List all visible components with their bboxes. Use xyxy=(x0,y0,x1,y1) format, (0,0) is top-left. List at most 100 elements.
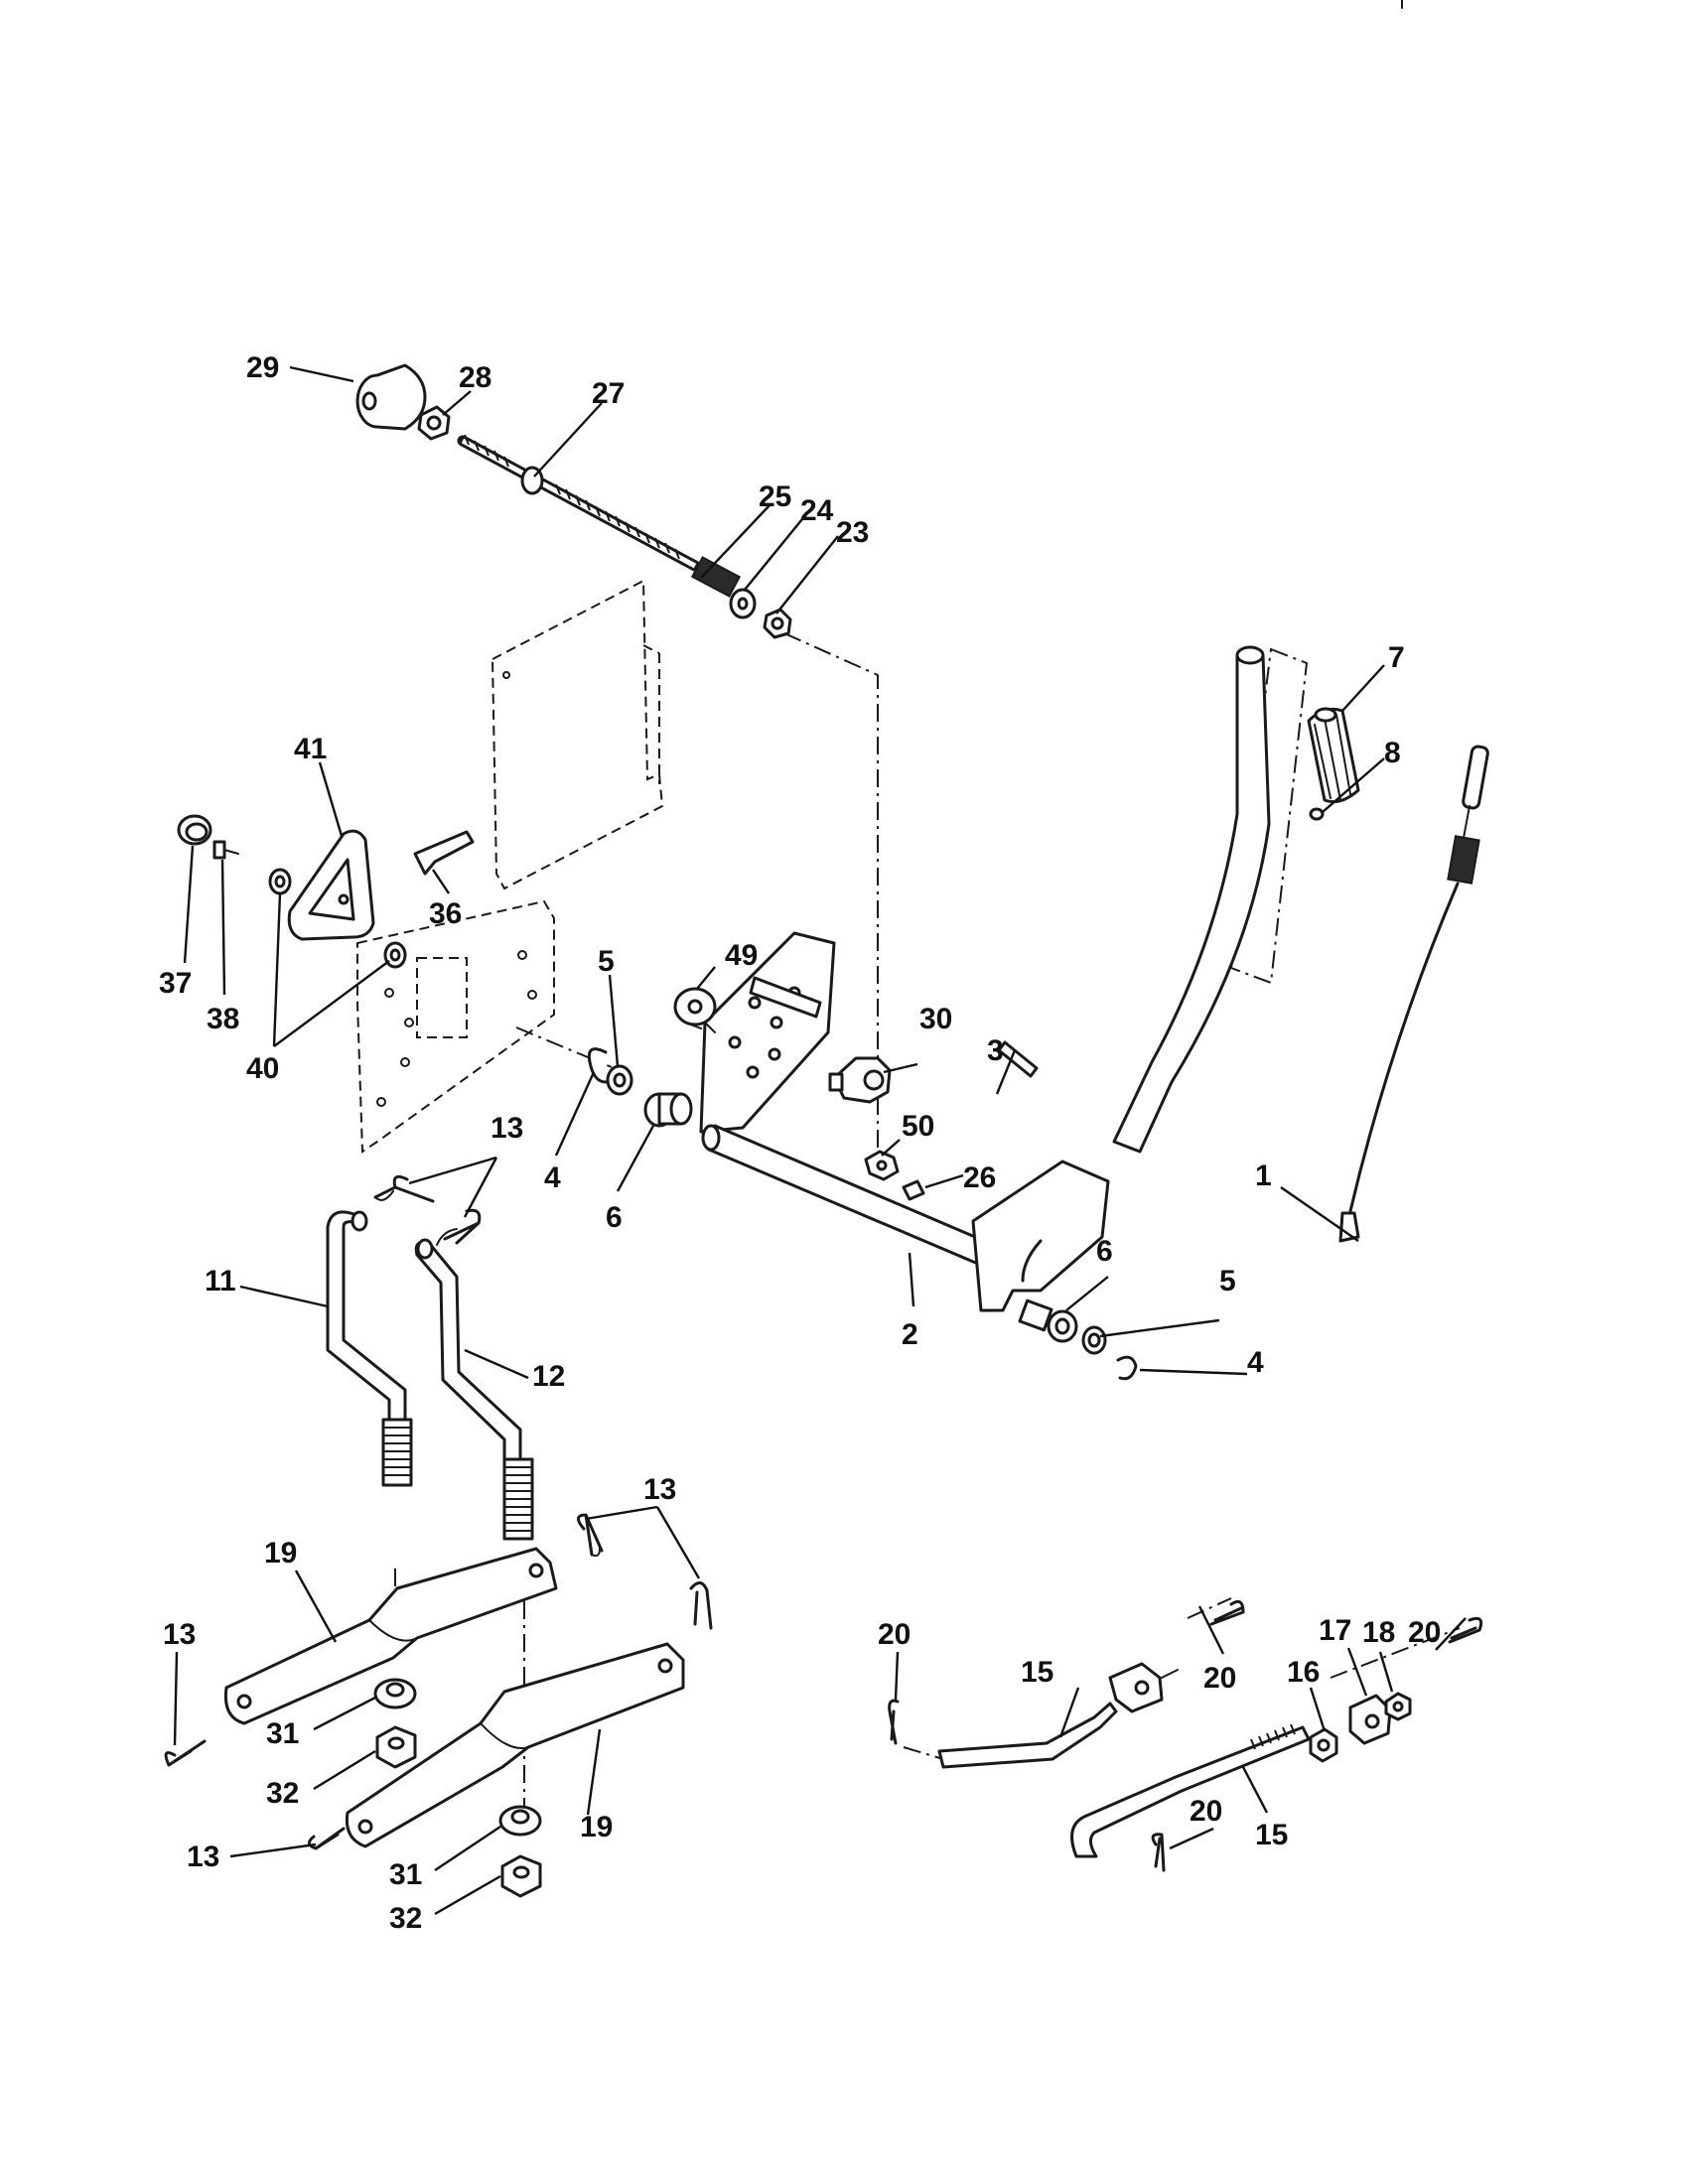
nut-16 xyxy=(1309,1727,1338,1763)
callout-19-lower: 19 xyxy=(580,1811,613,1843)
callout-4-right: 4 xyxy=(1247,1346,1264,1379)
callout-3: 3 xyxy=(987,1034,1004,1067)
spacer-washers-40 xyxy=(268,868,407,969)
lift-link-12 xyxy=(414,1238,534,1541)
callout-36: 36 xyxy=(429,897,462,930)
cotter-pins-20 xyxy=(888,1599,1483,1872)
callout-31-lower: 31 xyxy=(389,1858,422,1891)
callout-32-lower: 32 xyxy=(389,1902,422,1935)
callout-1: 1 xyxy=(1255,1160,1272,1192)
callout-5-left: 5 xyxy=(598,945,615,978)
callout-20-c: 20 xyxy=(1408,1616,1441,1649)
callout-37: 37 xyxy=(159,967,192,1000)
hairpin-clip-13-a xyxy=(373,1174,435,1203)
callout-40: 40 xyxy=(246,1052,279,1085)
hairpin-clip-13-d xyxy=(689,1581,713,1630)
o-ring-37 xyxy=(177,814,212,846)
rod-15-lower xyxy=(1070,1723,1311,1858)
knob xyxy=(355,363,427,431)
callout-41: 41 xyxy=(294,733,327,765)
nut-32-upper xyxy=(375,1725,417,1769)
callout-49: 49 xyxy=(725,939,758,972)
callout-25: 25 xyxy=(759,480,791,513)
callout-27: 27 xyxy=(592,377,625,410)
callout-38: 38 xyxy=(207,1003,239,1035)
shaft-bushing-left xyxy=(643,1092,693,1128)
washer-5-right xyxy=(1081,1325,1107,1355)
callout-31-upper: 31 xyxy=(266,1717,299,1750)
callout-6-right: 6 xyxy=(1096,1235,1113,1268)
trunnion-30 xyxy=(828,1056,892,1104)
washer-5-left xyxy=(606,1064,633,1096)
clip-36 xyxy=(413,830,475,876)
handle-grip-7 xyxy=(1307,707,1360,804)
screw-26 xyxy=(902,1179,925,1201)
lift-shaft xyxy=(701,1124,991,1269)
cable-1 xyxy=(1338,745,1489,1243)
callout-13-c: 13 xyxy=(163,1618,196,1651)
callout-28: 28 xyxy=(459,361,491,394)
lift-arm-19-lower xyxy=(345,1642,685,1848)
hairpin-clip-13-b xyxy=(436,1208,482,1246)
callout-6-left: 6 xyxy=(606,1201,623,1234)
callout-26: 26 xyxy=(963,1161,996,1194)
lift-handle xyxy=(1112,645,1271,1154)
callout-7: 7 xyxy=(1388,641,1405,674)
lift-bracket-plate xyxy=(699,931,836,1134)
ferrule-31-upper xyxy=(373,1678,417,1709)
callout-50: 50 xyxy=(902,1110,934,1143)
pin-3 xyxy=(997,1040,1039,1078)
spring-25 xyxy=(690,556,742,598)
callout-20-b: 20 xyxy=(1203,1662,1236,1695)
leader-lines xyxy=(173,365,1467,1916)
callout-15-lower: 15 xyxy=(1255,1819,1288,1851)
ferrule-17 xyxy=(1348,1694,1392,1745)
indicator-bracket xyxy=(287,829,375,941)
callout-16: 16 xyxy=(1287,1656,1320,1689)
dashed-lower-panel xyxy=(356,899,555,1154)
clip-4-left xyxy=(587,1047,608,1084)
callout-labels: 29 28 27 25 24 23 7 8 41 37 38 40 36 5 4… xyxy=(159,351,1441,1935)
lift-link-11 xyxy=(326,1210,413,1487)
callout-4-left: 4 xyxy=(544,1161,561,1194)
callout-2: 2 xyxy=(902,1318,918,1351)
callout-12: 12 xyxy=(532,1360,565,1393)
callout-30: 30 xyxy=(919,1003,952,1035)
rod-15-upper xyxy=(937,1662,1179,1769)
callout-15-upper: 15 xyxy=(1021,1656,1053,1689)
bracket-pin xyxy=(749,976,822,1019)
shaft-bushing-right xyxy=(1018,1298,1078,1343)
clip-4-right xyxy=(1116,1355,1138,1381)
pivot-washer-49 xyxy=(673,987,717,1026)
callout-13-d: 13 xyxy=(187,1841,219,1873)
button-8 xyxy=(1309,807,1325,821)
hairpin-clip-13-e xyxy=(164,1739,207,1767)
callout-19-upper: 19 xyxy=(264,1537,297,1570)
dashed-upper-panel xyxy=(491,579,664,890)
lift-arm-19-upper xyxy=(223,1547,558,1725)
ferrule-31-lower xyxy=(498,1805,542,1837)
lockwasher-50 xyxy=(864,1150,900,1181)
nut-18 xyxy=(1384,1692,1412,1721)
callout-29: 29 xyxy=(246,351,279,384)
lift-handle-base xyxy=(971,1160,1110,1312)
callout-17: 17 xyxy=(1319,1614,1351,1647)
callout-11: 11 xyxy=(205,1265,236,1297)
adjustment-rod xyxy=(457,434,701,572)
hairpin-clip-13-c xyxy=(577,1513,604,1558)
callout-24: 24 xyxy=(800,494,834,527)
screw-38 xyxy=(212,840,239,860)
nut-32-lower xyxy=(500,1854,542,1898)
callout-20-d: 20 xyxy=(1190,1795,1222,1828)
callout-20-a: 20 xyxy=(878,1618,911,1651)
callout-13-b: 13 xyxy=(643,1473,676,1506)
washer-24 xyxy=(729,588,757,619)
callout-23: 23 xyxy=(836,516,869,549)
knob-nut xyxy=(417,405,451,441)
callout-18: 18 xyxy=(1362,1616,1395,1649)
callout-32-upper: 32 xyxy=(266,1777,299,1810)
callout-13-a: 13 xyxy=(491,1112,523,1145)
callout-5-right: 5 xyxy=(1219,1265,1236,1297)
callout-8: 8 xyxy=(1384,737,1401,769)
